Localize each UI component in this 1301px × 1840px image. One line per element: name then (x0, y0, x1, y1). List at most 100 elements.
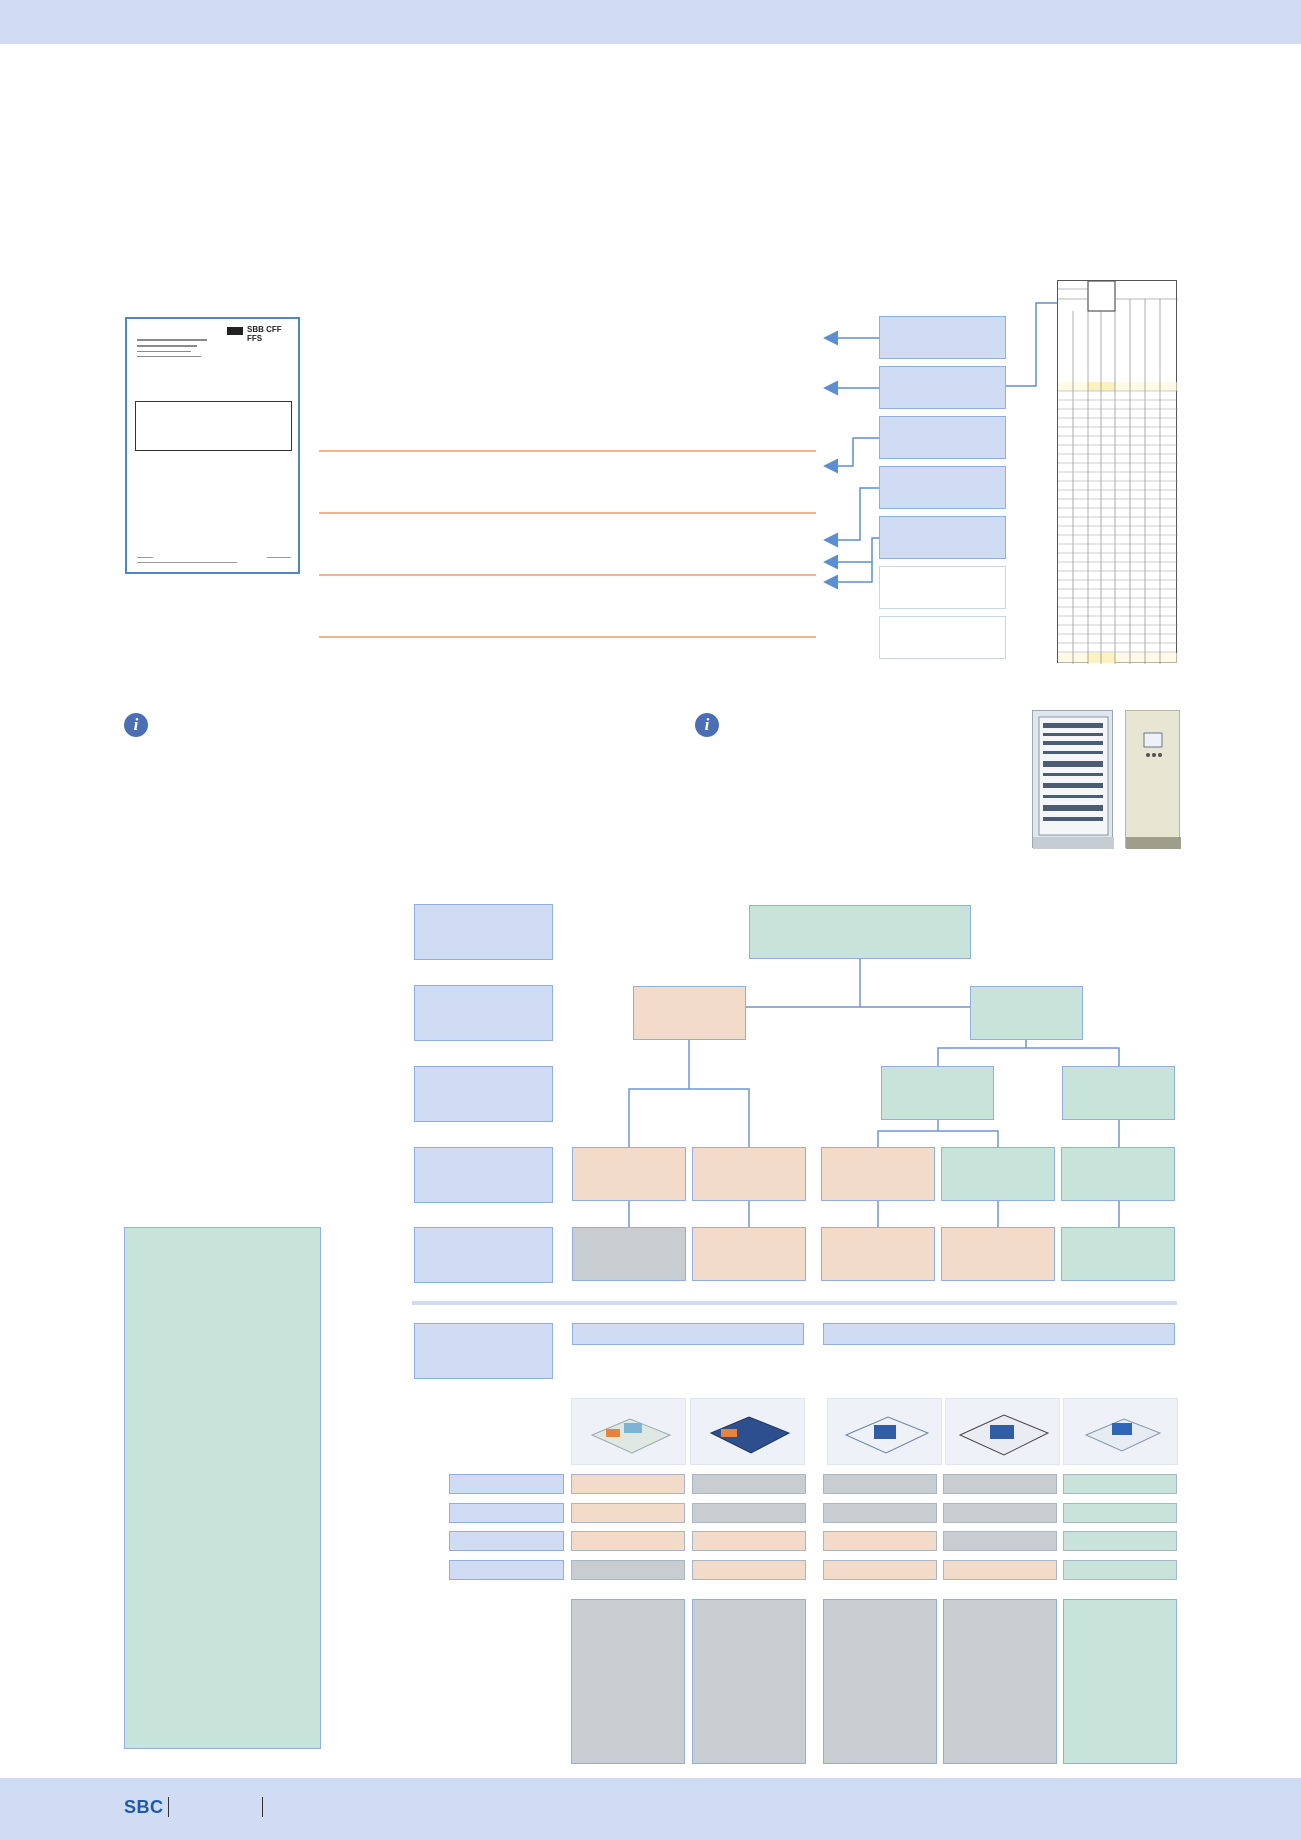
orange-divider (319, 512, 816, 514)
level-label-box (414, 1227, 553, 1283)
info-icon: i (695, 713, 719, 737)
feature-cell (823, 1560, 937, 1580)
header-band (0, 0, 1301, 44)
doc-text-line (137, 345, 197, 347)
cabinet-drawing (1033, 716, 1114, 849)
table-grid (1058, 280, 1178, 664)
product-column (823, 1599, 937, 1764)
footer-separator (168, 1797, 169, 1817)
product-column (1063, 1599, 1177, 1764)
tree-node (1061, 1227, 1175, 1281)
level-label-box (414, 1066, 553, 1122)
callout-box (879, 416, 1006, 459)
product-column (943, 1599, 1057, 1764)
tree-node (572, 1147, 686, 1201)
controller-drawing (844, 1416, 930, 1454)
feature-cell (823, 1531, 937, 1551)
callout-box (879, 316, 1006, 359)
controller-drawing (590, 1418, 672, 1454)
feature-cell (571, 1531, 685, 1551)
section-separator (412, 1301, 1177, 1305)
tree-node (1062, 1066, 1175, 1120)
tree-node (692, 1227, 806, 1281)
feature-row-label (449, 1531, 564, 1551)
feature-cell (943, 1474, 1057, 1494)
product-column (692, 1599, 806, 1764)
feature-cell (1063, 1531, 1177, 1551)
doc-logo-text: SBB CFF FFS (247, 325, 282, 343)
controller-drawing (1084, 1418, 1162, 1452)
feature-cell (1063, 1560, 1177, 1580)
control-cabinet-image (1032, 710, 1114, 849)
product-image (827, 1398, 942, 1465)
product-image (571, 1398, 686, 1465)
cabinet-drawing (1126, 732, 1181, 849)
orange-divider (319, 574, 816, 576)
product-column (571, 1599, 685, 1764)
product-image (945, 1398, 1060, 1465)
feature-cell (692, 1531, 806, 1551)
tree-node (941, 1227, 1055, 1281)
callout-box-empty (879, 566, 1006, 609)
feature-cell (1063, 1503, 1177, 1523)
control-cabinet-closed-image (1125, 710, 1181, 849)
tree-node (1061, 1147, 1175, 1201)
tree-node (633, 986, 746, 1040)
controller-drawing (958, 1414, 1050, 1456)
tree-node (941, 1147, 1055, 1201)
tree-node (970, 986, 1083, 1040)
feature-cell (571, 1560, 685, 1580)
footer-separator (262, 1797, 263, 1817)
level-label-box (414, 1147, 553, 1203)
tree-node (692, 1147, 806, 1201)
doc-text-line (137, 356, 201, 357)
document-thumbnail[interactable]: SBB CFF FFS (125, 317, 300, 574)
side-panel (124, 1227, 321, 1749)
tree-node (572, 1227, 686, 1281)
feature-cell (692, 1560, 806, 1580)
product-image (1063, 1398, 1178, 1465)
feature-row-label (449, 1503, 564, 1523)
orange-divider (319, 450, 816, 452)
feature-cell (692, 1474, 806, 1494)
feature-cell (943, 1503, 1057, 1523)
feature-row-label (449, 1474, 564, 1494)
callout-box-empty (879, 616, 1006, 659)
group-bar (572, 1323, 804, 1345)
brand-logo: SBC (124, 1797, 164, 1817)
feature-cell (1063, 1474, 1177, 1494)
tree-node (821, 1227, 935, 1281)
feature-cell (571, 1474, 685, 1494)
tree-node (821, 1147, 935, 1201)
doc-footer-line (267, 557, 291, 558)
doc-footer-line (137, 557, 153, 558)
doc-text-line (137, 339, 207, 341)
orange-divider (319, 636, 816, 638)
feature-cell (823, 1503, 937, 1523)
feature-row-label (449, 1560, 564, 1580)
tree-node (881, 1066, 994, 1120)
level-label-box (414, 904, 553, 960)
feature-cell (943, 1560, 1057, 1580)
callout-box (879, 516, 1006, 559)
tree-connectors (628, 959, 1120, 1227)
level-label-box (414, 985, 553, 1041)
doc-footer-line (137, 562, 237, 563)
doc-text-line (137, 351, 191, 352)
callout-box (879, 366, 1006, 409)
doc-frame (135, 401, 292, 451)
product-image (690, 1398, 805, 1465)
footer-band (0, 1778, 1301, 1840)
feature-cell (943, 1531, 1057, 1551)
callout-box (879, 466, 1006, 509)
info-icon: i (124, 713, 148, 737)
feature-cell (571, 1503, 685, 1523)
controller-drawing (709, 1416, 791, 1454)
group-bar (823, 1323, 1175, 1345)
sbb-logo-icon (227, 327, 243, 335)
root-node (749, 905, 971, 959)
feature-cell (692, 1503, 806, 1523)
level-label-box (414, 1323, 553, 1379)
parameter-table (1057, 280, 1178, 664)
feature-cell (823, 1474, 937, 1494)
